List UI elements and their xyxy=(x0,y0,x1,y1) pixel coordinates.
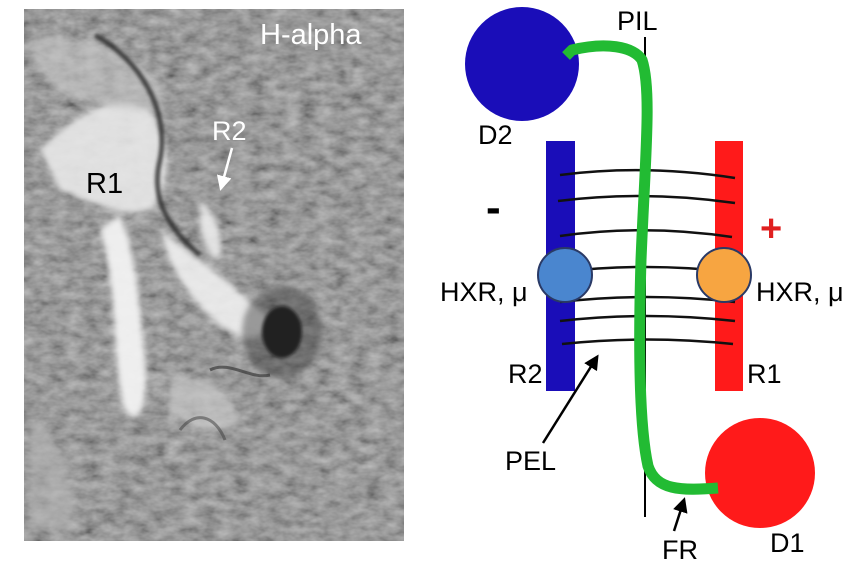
hxr-source-left xyxy=(537,247,593,303)
loop-line xyxy=(561,338,734,346)
d2-label: D2 xyxy=(478,120,513,150)
d1-footpoint xyxy=(705,418,815,528)
plus-sign: + xyxy=(760,208,782,250)
photo-label-r1: R1 xyxy=(86,168,123,200)
hxr-left-label: HXR, μ xyxy=(440,277,528,307)
halpha-caption: H-alpha xyxy=(260,19,362,51)
photo-label-r2: R2 xyxy=(212,116,247,146)
r1-label: R1 xyxy=(747,359,782,389)
pel-label: PEL xyxy=(505,446,556,476)
pel-arrow xyxy=(541,354,599,444)
flux-rope xyxy=(562,40,719,495)
schematic: PIL D2 D1 - + HXR, μ HXR, μ R2 R1 PEL FR xyxy=(440,6,844,565)
loop-line xyxy=(559,314,736,323)
minus-sign: - xyxy=(486,183,501,232)
plage-regions xyxy=(30,37,270,530)
d2-footpoint xyxy=(465,7,579,121)
pil-label: PIL xyxy=(617,6,658,36)
hxr-right-label: HXR, μ xyxy=(756,277,844,307)
photo-r2-arrow xyxy=(216,147,234,191)
fr-label: FR xyxy=(662,535,698,565)
r2-label: R2 xyxy=(508,359,543,389)
halpha-image xyxy=(24,9,404,541)
d1-label: D1 xyxy=(770,528,805,558)
hxr-source-right xyxy=(696,247,752,303)
fr-arrow xyxy=(672,497,688,532)
dark-filament xyxy=(93,32,202,257)
